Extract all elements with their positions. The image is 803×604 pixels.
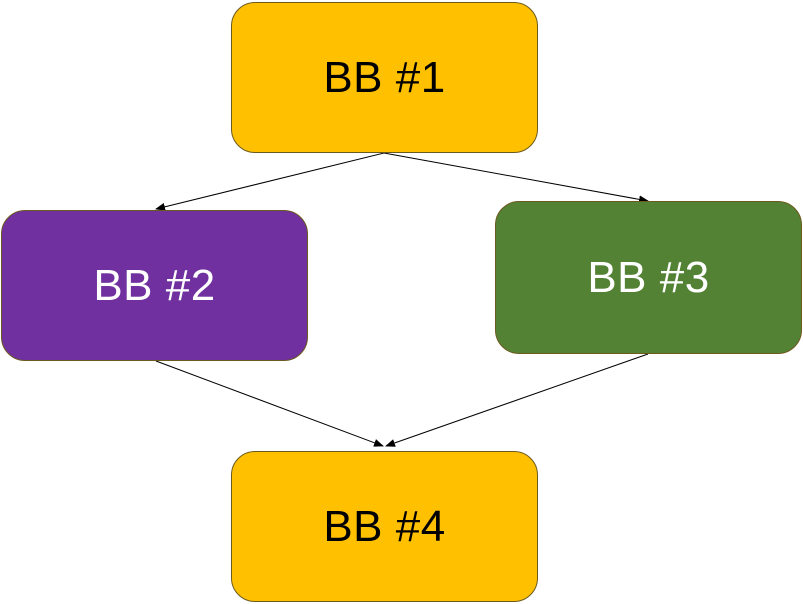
edge-bb2-to-bb4: [155, 360, 384, 447]
basic-block-4-label: BB #4: [323, 501, 446, 551]
edge-bb1-to-bb3: [383, 152, 649, 204]
basic-block-4: BB #4: [231, 451, 538, 602]
edge-bb3-to-bb4: [385, 353, 649, 447]
basic-block-2-label: BB #2: [93, 260, 216, 310]
edge-bb1-to-bb2: [155, 152, 385, 211]
basic-block-1: BB #1: [231, 2, 538, 153]
basic-block-3: BB #3: [495, 201, 802, 354]
basic-block-2: BB #2: [1, 210, 308, 361]
basic-block-3-label: BB #3: [587, 252, 710, 302]
basic-block-1-label: BB #1: [323, 52, 446, 102]
